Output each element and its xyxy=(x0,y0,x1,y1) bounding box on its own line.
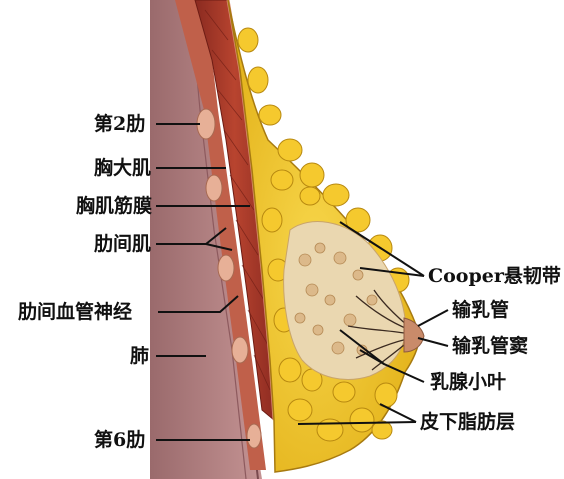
label-rib6: 第6肋 xyxy=(94,430,145,450)
label-intercostal-muscle: 肋间肌 xyxy=(94,234,151,254)
label-pectoralis-major: 胸大肌 xyxy=(94,158,151,178)
label-lactiferous-duct: 输乳管 xyxy=(452,300,509,320)
label-lobule: 乳腺小叶 xyxy=(430,372,506,392)
label-lung: 肺 xyxy=(130,346,149,366)
nipple xyxy=(404,318,424,352)
rib-3 xyxy=(206,175,222,201)
leader-sinus xyxy=(418,338,448,346)
rib-5 xyxy=(232,337,248,363)
label-lactiferous-sinus: 输乳管窦 xyxy=(452,336,528,356)
label-intercostal-vessels-nerve: 肋间血管神经 xyxy=(18,302,132,322)
leader-duct xyxy=(418,310,448,326)
label-pectoral-fascia: 胸肌筋膜 xyxy=(76,196,152,216)
rib-6 xyxy=(247,424,261,448)
label-subcutaneous-fat: 皮下脂肪层 xyxy=(420,412,515,432)
label-rib2: 第2肋 xyxy=(94,114,145,134)
label-cooper-ligament: Cooper悬韧带 xyxy=(428,266,561,286)
rib-4 xyxy=(218,255,234,281)
